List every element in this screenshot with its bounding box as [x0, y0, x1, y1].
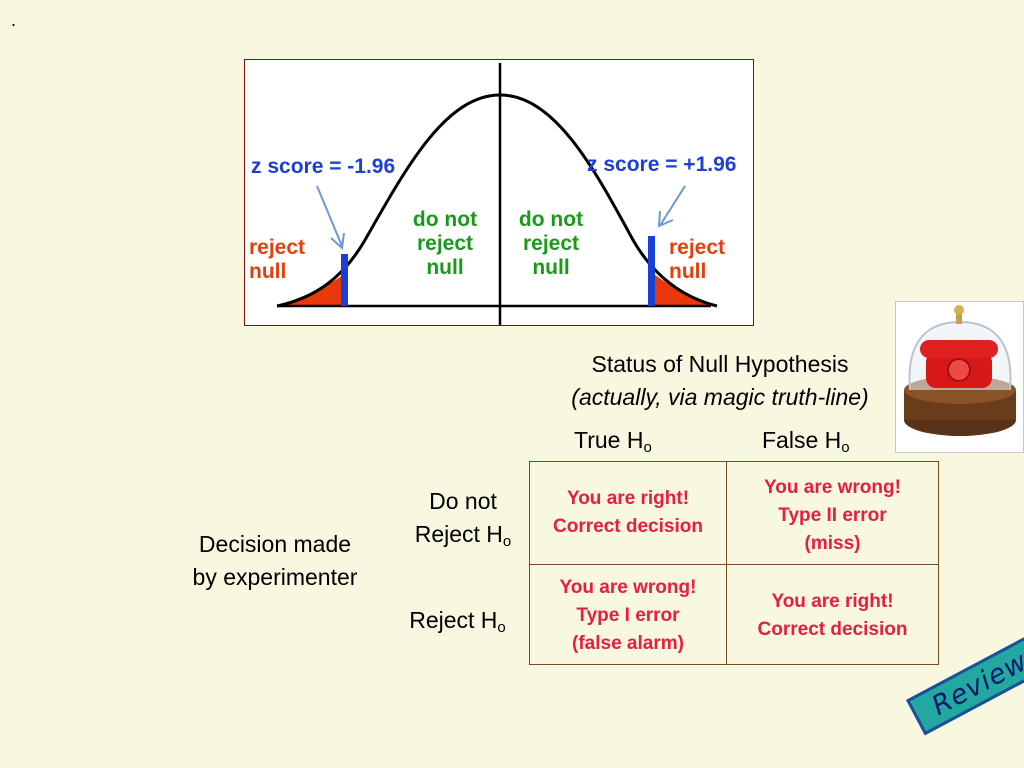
column-header-false-subscript: o [841, 439, 850, 456]
left-critical-bar [341, 254, 348, 306]
row-header-reject-text: Reject H [414, 521, 503, 547]
table-divider-vertical [726, 462, 727, 664]
right-reject-region [655, 275, 713, 305]
row-header-reject2-subscript: o [497, 619, 506, 636]
column-header-true: True Ho [574, 427, 652, 456]
decision-outcome-table: You are right! Correct decision You are … [529, 461, 939, 665]
decision-label: Decision made by experimenter [160, 528, 390, 594]
cell-correct-reject: You are right! Correct decision [757, 590, 908, 640]
row-header-reject: Reject Ho [390, 604, 525, 644]
right-do-not-reject-label: do not reject null [518, 208, 584, 279]
cell-type-i-error: You are wrong! Type I error (false alarm… [559, 576, 697, 654]
column-header-false-text: False H [762, 427, 842, 453]
right-arrow-icon [657, 185, 686, 228]
right-critical-bar [648, 236, 655, 306]
row-header-do-not-reject: Do not Reject Ho [398, 485, 528, 558]
cell-type-ii-error: You are wrong! Type II error (miss) [764, 477, 901, 554]
right-zscore-label: z score = +1.96 [587, 153, 737, 176]
table-heading: Status of Null Hypothesis (actually, via… [520, 348, 920, 414]
decision-line-1: Decision made [198, 531, 352, 557]
left-zscore-label: z score = -1.96 [251, 155, 396, 178]
left-do-not-reject-label: do not reject null [412, 208, 478, 279]
left-reject-null-label: reject null [249, 236, 306, 283]
cell-correct-retain: You are right! Correct decision [553, 488, 703, 537]
slide-dot: . [11, 10, 17, 30]
row-header-reject-line: Reject Ho [398, 518, 528, 558]
decision-line-2: by experimenter [192, 564, 358, 590]
review-badge-label: Review [926, 645, 1024, 722]
left-reject-region [279, 275, 343, 305]
column-header-true-subscript: o [643, 439, 652, 456]
red-phone-image [895, 301, 1024, 453]
bell-curve-graphic [276, 63, 718, 325]
row-header-do-not: Do not [429, 488, 497, 514]
null-status-subtitle: (actually, via magic truth-line) [571, 384, 869, 410]
column-header-false: False Ho [762, 427, 850, 456]
row-header-reject-subscript: o [502, 533, 512, 550]
table-divider-horizontal [530, 564, 938, 565]
left-arrow-icon [316, 185, 345, 251]
null-status-title: Status of Null Hypothesis [591, 351, 849, 377]
row-header-reject2-text: Reject H [409, 607, 498, 633]
column-header-true-text: True H [574, 427, 644, 453]
right-reject-null-label: reject null [669, 236, 726, 283]
normal-distribution-figure: z score = -1.96 z score = +1.96 reject n… [244, 59, 754, 326]
